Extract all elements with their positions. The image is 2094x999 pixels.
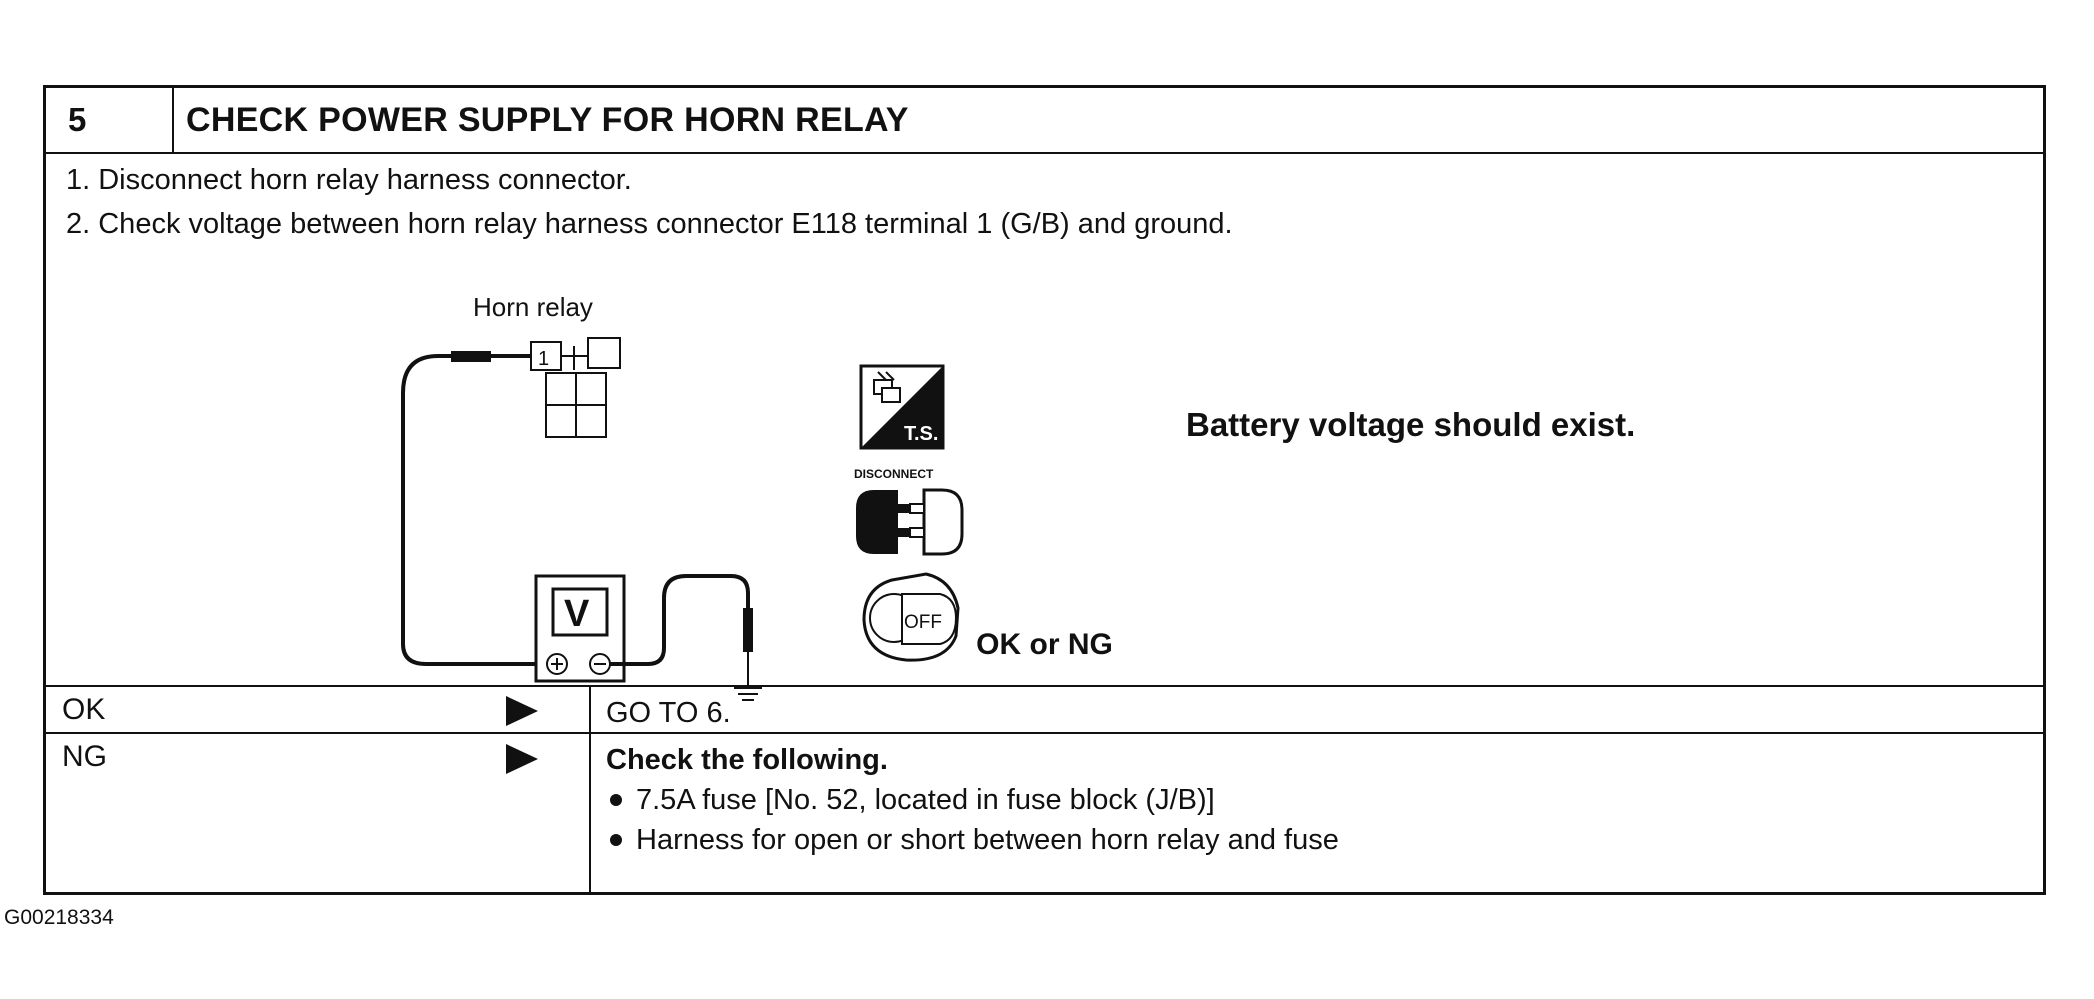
off-label: OFF <box>904 612 942 633</box>
ng-action-title: Check the following. <box>606 744 888 776</box>
figure-code: G00218334 <box>4 906 114 929</box>
ok-action: GO TO 6. <box>606 697 731 729</box>
procedure-table: 5 CHECK POWER SUPPLY FOR HORN RELAY 1. D… <box>43 85 2046 895</box>
expected-result: Battery voltage should exist. <box>1186 406 1636 443</box>
step-number: 5 <box>46 88 174 152</box>
instruction-1: 1. Disconnect horn relay harness connect… <box>66 164 632 196</box>
check-item-text: 7.5A fuse [No. 52, located in fuse block… <box>636 784 1215 816</box>
disconnect-label: DISCONNECT <box>854 467 934 481</box>
probe-lead-ground <box>610 574 753 688</box>
wiring-diagram: Horn relay 1 V <box>401 292 964 701</box>
bullet-icon <box>610 833 622 846</box>
ts-label: T.S. <box>904 423 938 445</box>
bullet-icon <box>610 793 622 806</box>
outcome-row-ok: OK GO TO 6. <box>46 685 2043 732</box>
ng-action: Check the following. 7.5A fuse [No. 52, … <box>606 740 1339 860</box>
column-divider <box>589 734 591 892</box>
troubleshooting-icon <box>859 364 945 450</box>
voltmeter <box>534 574 626 683</box>
probe-lead-positive <box>401 351 536 666</box>
disconnect-icon <box>856 488 964 556</box>
arrow-right-icon <box>506 744 538 774</box>
check-item: 7.5A fuse [No. 52, located in fuse block… <box>606 780 1339 820</box>
column-divider <box>589 687 591 732</box>
check-item-text: Harness for open or short between horn r… <box>636 824 1339 856</box>
step-title: CHECK POWER SUPPLY FOR HORN RELAY <box>186 101 909 139</box>
ground-symbol <box>734 687 762 701</box>
ng-label: NG <box>62 740 107 773</box>
step-header: 5 CHECK POWER SUPPLY FOR HORN RELAY <box>46 88 2043 154</box>
arrow-right-icon <box>506 696 538 726</box>
horn-relay-label: Horn relay <box>473 292 593 322</box>
instruction-2: 2. Check voltage between horn relay harn… <box>66 208 1233 240</box>
ok-label: OK <box>62 693 106 726</box>
ignition-off-icon <box>862 572 960 662</box>
judgement-label: OK or NG <box>976 628 1113 661</box>
outcome-row-ng: NG Check the following. 7.5A fuse [No. 5… <box>46 732 2043 892</box>
instruction-list: 1. Disconnect horn relay harness connect… <box>66 158 1233 246</box>
check-item: Harness for open or short between horn r… <box>606 820 1339 860</box>
terminal-number: 1 <box>538 348 549 370</box>
meter-label: V <box>564 593 590 635</box>
